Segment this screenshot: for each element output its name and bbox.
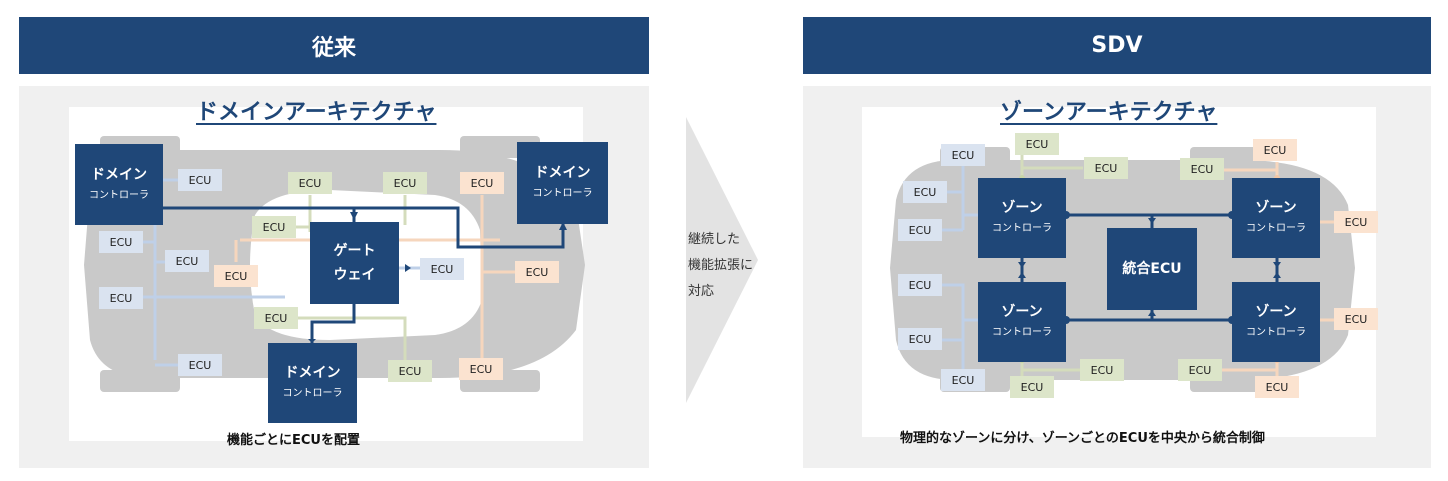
ecu-node: ECU [898,328,942,350]
left-caption: 機能ごとにECUを配置 [227,433,360,448]
ecu-node: ECU [1178,359,1222,381]
left-header: 従来 [19,17,649,74]
ecu-node: ECU [420,258,464,280]
ecu-node: ECU [165,250,209,272]
ecu-node: ECU [515,261,559,283]
domain-controller-bottom: ドメインコントローラ [268,343,357,423]
right-ecu-links [938,150,1335,385]
ecu-node: ECU [460,172,504,194]
ecu-node: ECU [1334,211,1378,233]
transition-arrow-icon [686,117,758,403]
ecu-node: ECU [1255,376,1299,398]
zone-controller-bottom-right: ゾーンコントローラ [1232,282,1320,362]
ecu-node: ECU [178,169,222,191]
ecu-node: ECU [254,307,298,329]
ecu-node: ECU [898,219,942,241]
right-diagram-title: ゾーンアーキテクチャ [1000,100,1218,125]
ecu-node: ECU [1334,308,1378,330]
ecu-node: ECU [898,274,942,296]
transition-text: 継続した 機能拡張に 対応 [688,232,754,299]
ecu-node: ECU [459,358,503,380]
left-diagram-title: ドメインアーキテクチャ [196,100,437,125]
zone-controller-top-right: ゾーンコントローラ [1232,178,1320,258]
ecu-node: ECU [941,369,985,391]
ecu-node: ECU [1180,158,1224,180]
ecu-node: ECU [252,216,296,238]
ecu-node: ECU [388,360,432,382]
right-caption: 物理的なゾーンに分け、ゾーンごとのECUを中央から統合制御 [900,431,1265,446]
domain-controller-right: ドメインコントローラ [517,142,608,224]
domain-controller-left: ドメインコントローラ [75,144,163,225]
ecu-node: ECU [214,265,258,287]
ecu-node: ECU [1084,157,1128,179]
zone-controller-top-left: ゾーンコントローラ [978,178,1066,258]
ecu-node: ECU [383,172,427,194]
ecu-node: ECU [178,354,222,376]
ecu-node: ECU [99,287,143,309]
central-ecu: 統合ECU [1107,228,1197,310]
ecu-node: ECU [941,144,985,166]
ecu-node: ECU [288,172,332,194]
gateway: ゲートウェイ [310,222,399,304]
ecu-node: ECU [1010,376,1054,398]
ecu-node: ECU [1253,139,1297,161]
zone-controller-bottom-left: ゾーンコントローラ [978,282,1066,362]
ecu-node: ECU [99,231,143,253]
ecu-node: ECU [1015,133,1059,155]
ecu-node: ECU [903,181,947,203]
right-header: SDV [803,17,1431,74]
ecu-node: ECU [1080,359,1124,381]
